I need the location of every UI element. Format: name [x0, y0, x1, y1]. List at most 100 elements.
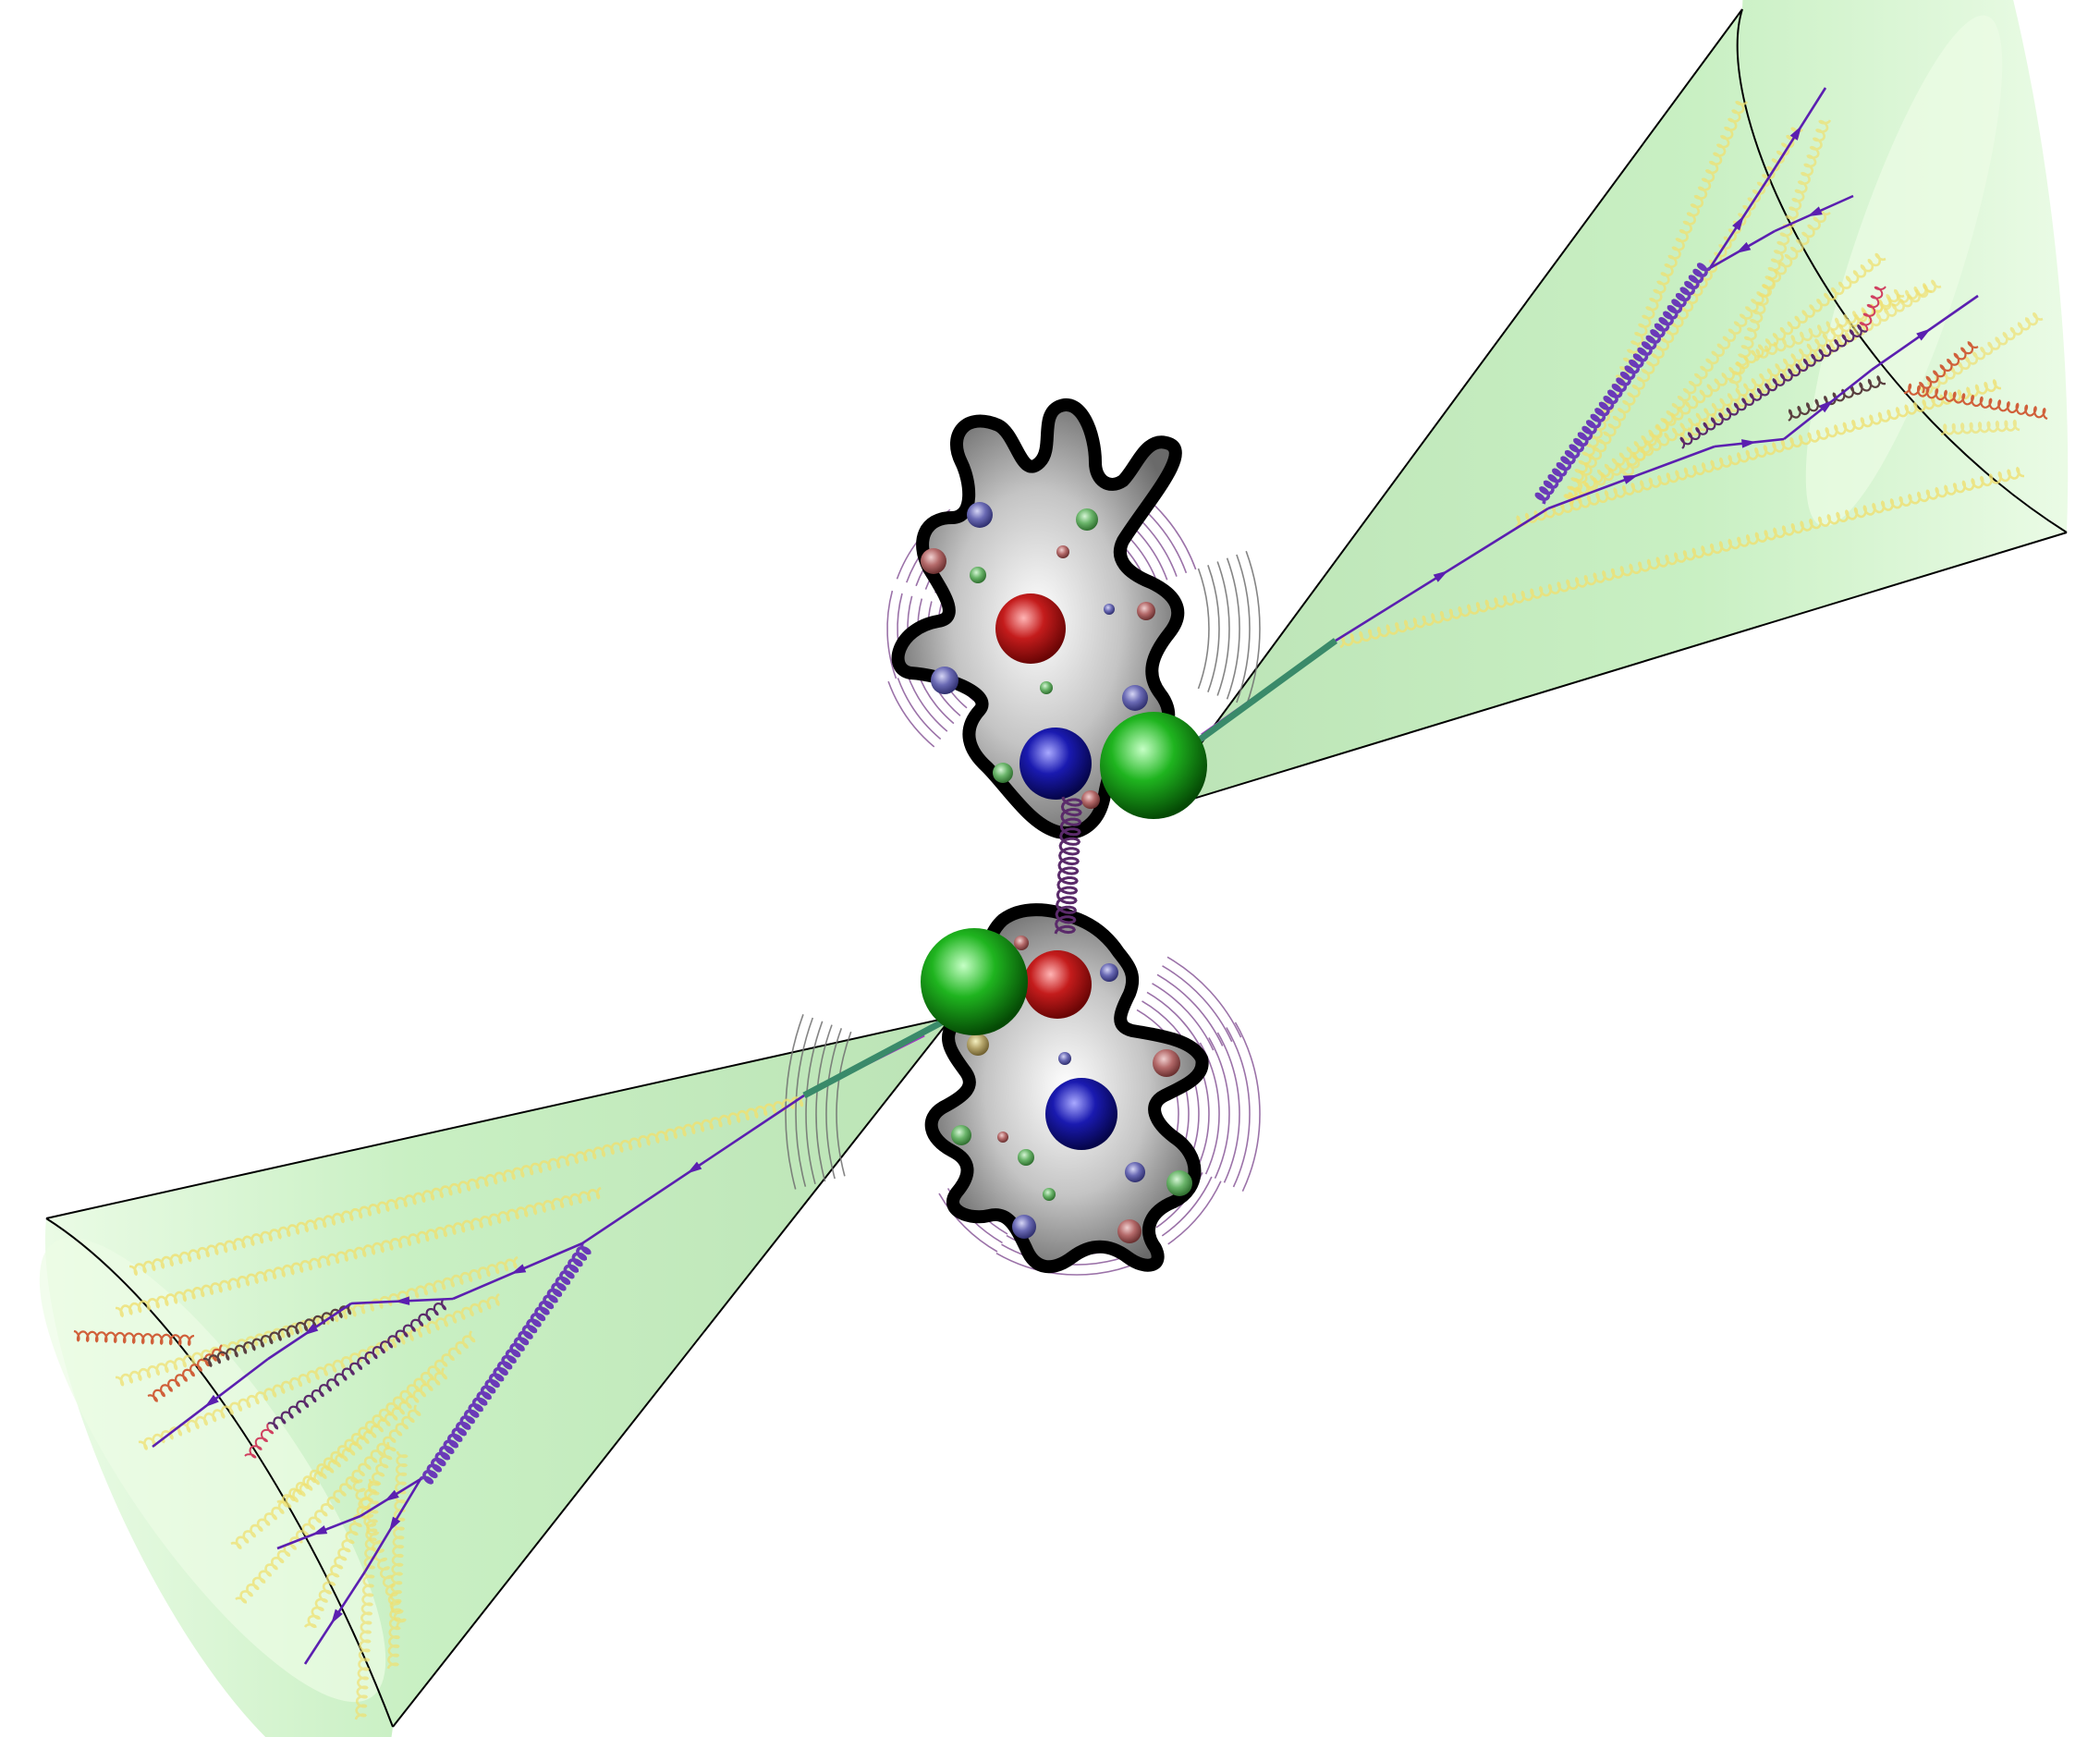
radiation-arc [805, 1021, 824, 1185]
quark-arrow [388, 1516, 401, 1532]
lower-jet-shower [73, 1034, 925, 1720]
gluon [1534, 263, 1712, 505]
gluon [1515, 378, 2002, 529]
gluon [116, 1186, 602, 1318]
quark-arrow [1741, 439, 1757, 448]
sea-quark [1137, 602, 1155, 620]
sea-quark [1117, 1219, 1142, 1243]
gluon [147, 1344, 225, 1402]
quark-arrow [1433, 570, 1448, 582]
sea-quark [1153, 1049, 1180, 1077]
gluon [1919, 341, 1979, 394]
gluon [349, 1478, 407, 1628]
gluon [235, 1404, 421, 1604]
sea-quark [997, 1131, 1008, 1143]
gluon [386, 1450, 409, 1670]
gluon [267, 1298, 446, 1430]
lower-cone-edge-top [45, 1016, 953, 1219]
quark-arrow [1819, 399, 1834, 413]
gluon [1564, 127, 1803, 505]
radiation-arc [886, 590, 897, 679]
upper-cone-edge-bottom [1150, 532, 2068, 813]
gluon [276, 1330, 476, 1508]
quark-arrow [395, 1296, 410, 1305]
quark-arrow [1916, 328, 1932, 341]
gluon [1903, 383, 2048, 421]
sea-quark [1014, 936, 1029, 950]
gluon [244, 1423, 275, 1459]
radiation-arc [836, 1031, 852, 1177]
radiation-arc [1152, 983, 1215, 1051]
upper-cone-mouth-rim [1736, 8, 2068, 533]
radiation-arc [1216, 561, 1230, 696]
gluon [1620, 209, 1831, 482]
sea-quark [1018, 1149, 1034, 1166]
quark-arrow [1789, 125, 1802, 141]
quark-arrow [1732, 215, 1744, 231]
radiation-arc [1236, 554, 1251, 703]
radiation-arc [1245, 550, 1261, 707]
upper-cone-edge-top [1150, 8, 1743, 813]
sea-quark [967, 1034, 989, 1056]
radiation-arc [906, 674, 948, 732]
gluon [303, 1441, 397, 1629]
radiation-arc [1166, 956, 1242, 1038]
upper-jet-cone [1150, 0, 2069, 813]
gluon [1859, 286, 1886, 332]
radiation-arc [1156, 973, 1224, 1046]
gluon [73, 1329, 195, 1347]
lower-quark-blue [1045, 1078, 1117, 1150]
sea-quark [1076, 508, 1098, 531]
sea-quark [1081, 790, 1100, 809]
gluon [1788, 375, 1886, 422]
radiation-arc [1208, 1037, 1230, 1180]
upper-quark-red [995, 593, 1066, 664]
sea-quark [967, 502, 993, 528]
sea-quark [1122, 685, 1148, 711]
sea-quark [1056, 545, 1069, 558]
lower-quark-red [1023, 950, 1092, 1019]
upper-scattered-parton [1100, 712, 1207, 819]
gluon [419, 1242, 592, 1485]
radiation-arc [1167, 1180, 1222, 1245]
gluon [354, 1478, 381, 1720]
radiation-arc [825, 1028, 843, 1180]
gluon [230, 1367, 447, 1549]
quark-arrow [311, 1525, 328, 1535]
sea-quark [1012, 1215, 1036, 1239]
gluon [1940, 419, 2021, 436]
radiation-arc [1226, 1027, 1251, 1188]
sea-quark [951, 1125, 971, 1145]
radiation-arc [1226, 557, 1240, 700]
sea-quark [1104, 604, 1115, 615]
lower-cone-mouth [39, 1237, 386, 1703]
gluon [1679, 324, 1868, 449]
lower-jet-cone [39, 1016, 953, 1737]
sea-quark [1100, 963, 1118, 982]
quark-arrow [687, 1161, 702, 1174]
upper-cone-mouth [1805, 15, 2003, 527]
gluon [1568, 252, 1886, 505]
quark-arrow [384, 1489, 399, 1502]
gluon [202, 1303, 352, 1367]
sea-quark [993, 763, 1013, 783]
quark-arrow [331, 1609, 343, 1624]
quark-arrow [204, 1394, 219, 1408]
radiation-arc [1216, 1032, 1240, 1183]
gluon [138, 1292, 500, 1450]
sea-quark [970, 567, 986, 583]
sea-quark [931, 667, 958, 694]
gluon [129, 1094, 805, 1277]
gluon [1339, 466, 2024, 649]
sea-quark [1043, 1188, 1056, 1201]
radiation-arc [1234, 1021, 1261, 1193]
sea-quark [1166, 1170, 1192, 1196]
exchange-gluon [1054, 796, 1083, 935]
quark-arrow [1807, 206, 1823, 217]
radiation-arc [1197, 568, 1210, 690]
quark-arrow [510, 1264, 527, 1275]
radiation-arc [938, 1193, 998, 1253]
radiation-arc [1161, 1176, 1213, 1237]
radiation-arc [887, 680, 935, 748]
